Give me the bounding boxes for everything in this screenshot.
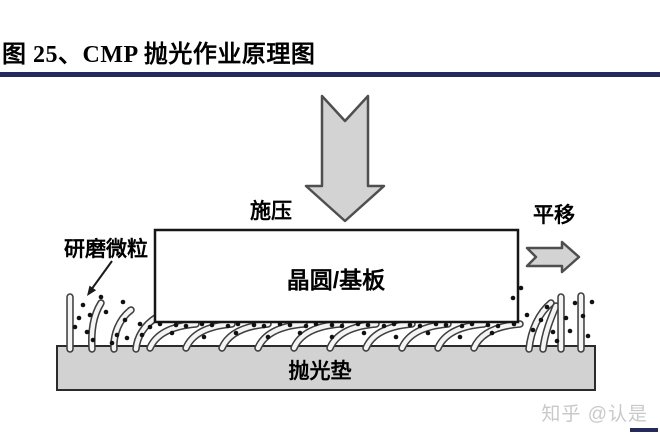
abrasive-particle [76,315,82,321]
abrasive-particle [297,330,303,336]
abrasive-particle [365,322,371,328]
abrasive-pointer-arrowhead [87,285,97,296]
abrasive-particle [567,328,573,334]
abrasive-particle [233,330,239,336]
abrasive-particle [433,321,439,327]
abrasive-particle [585,333,591,339]
title-underline [0,72,660,77]
abrasive-particle [287,322,293,328]
abrasive-particle [485,322,491,328]
abrasive-particle [580,313,586,319]
abrasive-particle [550,329,556,335]
abrasive-particle [518,285,524,291]
abrasive-particle [80,302,86,308]
abrasive-particle [303,323,309,329]
pad-fiber [399,321,451,351]
abrasive-particle [530,327,536,333]
abrasive-particle [173,322,179,328]
pressure-label: 施压 [250,199,292,223]
pressure-down-arrow-icon [304,94,386,223]
pad-fiber [540,303,559,352]
abrasive-particle [225,323,231,329]
abrasive-particle [459,323,465,329]
abrasive-particle [169,330,175,336]
abrasive-particle [469,321,475,327]
abrasive-particle [157,321,163,327]
abrasive-particle [147,324,153,330]
abrasive-pointer-line [90,260,113,291]
abrasive-particle [495,323,501,329]
abrasive-particle [589,299,595,305]
abrasive-particle [109,340,115,346]
abrasive-particle [313,321,319,327]
pad-fiber [219,321,271,351]
abrasive-particle [137,321,143,327]
abrasive-particle [90,337,96,343]
abrasive-particle [277,321,283,327]
abrasive-label: 研磨微粒 [64,237,148,261]
abrasive-particle [124,335,130,341]
pad-fiber [363,321,415,351]
abrasive-particle [361,330,367,336]
abrasive-particle [407,322,413,328]
abrasive-particle [114,332,120,338]
pad-fiber [183,321,235,351]
abrasive-particle [524,312,530,318]
abrasive-particle [563,315,569,321]
abrasive-particle [199,321,205,327]
abrasive-particle [251,322,257,328]
pad-fiber [435,321,487,351]
abrasive-particle [425,330,431,336]
abrasive-particle [261,323,267,329]
abrasive-particle [201,334,207,340]
translation-label: 平移 [533,203,575,227]
pad-fiber [111,307,134,352]
abrasive-particle [391,321,397,327]
abrasive-particle [538,317,544,323]
abrasive-particle [139,332,145,338]
pad-label: 抛光垫 [289,359,352,383]
abrasive-particle [122,317,128,323]
abrasive-particle [511,321,517,327]
abrasive-particle [329,322,335,328]
abrasive-particle [572,300,578,306]
abrasive-particle [339,323,345,329]
abrasive-particle [87,312,93,318]
abrasive-particle [489,330,495,336]
abrasive-particle [510,295,516,301]
abrasive-particle [554,338,560,344]
figure-caption: 图 25、CMP 抛光作业原理图 [2,42,316,68]
abrasive-particle [329,334,335,340]
polishing-pad [56,345,596,391]
abrasive-particle [417,323,423,329]
abrasive-particle [103,309,109,315]
abrasive-particle [98,294,104,300]
abrasive-particle [235,321,241,327]
translate-right-arrow-icon [525,240,581,274]
pad-fiber [255,321,307,351]
wafer-substrate [153,228,520,324]
abrasive-particle [457,334,463,340]
abrasive-particle [355,321,361,327]
abrasive-particle [265,334,271,340]
next-figure-border-fragment [630,428,658,432]
zhihu-watermark: 知乎 @认是 [541,404,648,425]
abrasive-particle [120,299,126,305]
abrasive-particles [72,285,595,346]
abrasive-particle [72,324,78,330]
abrasive-particle [84,329,90,335]
wafer-label: 晶圆/基板 [287,267,386,293]
abrasive-particle [443,322,449,328]
abrasive-particle [381,323,387,329]
abrasive-particle [183,323,189,329]
abrasive-particle [209,322,215,328]
abrasive-particle [393,334,399,340]
pad-fiber [89,300,104,352]
abrasive-particle [544,304,550,310]
pad-fiber [147,321,199,351]
